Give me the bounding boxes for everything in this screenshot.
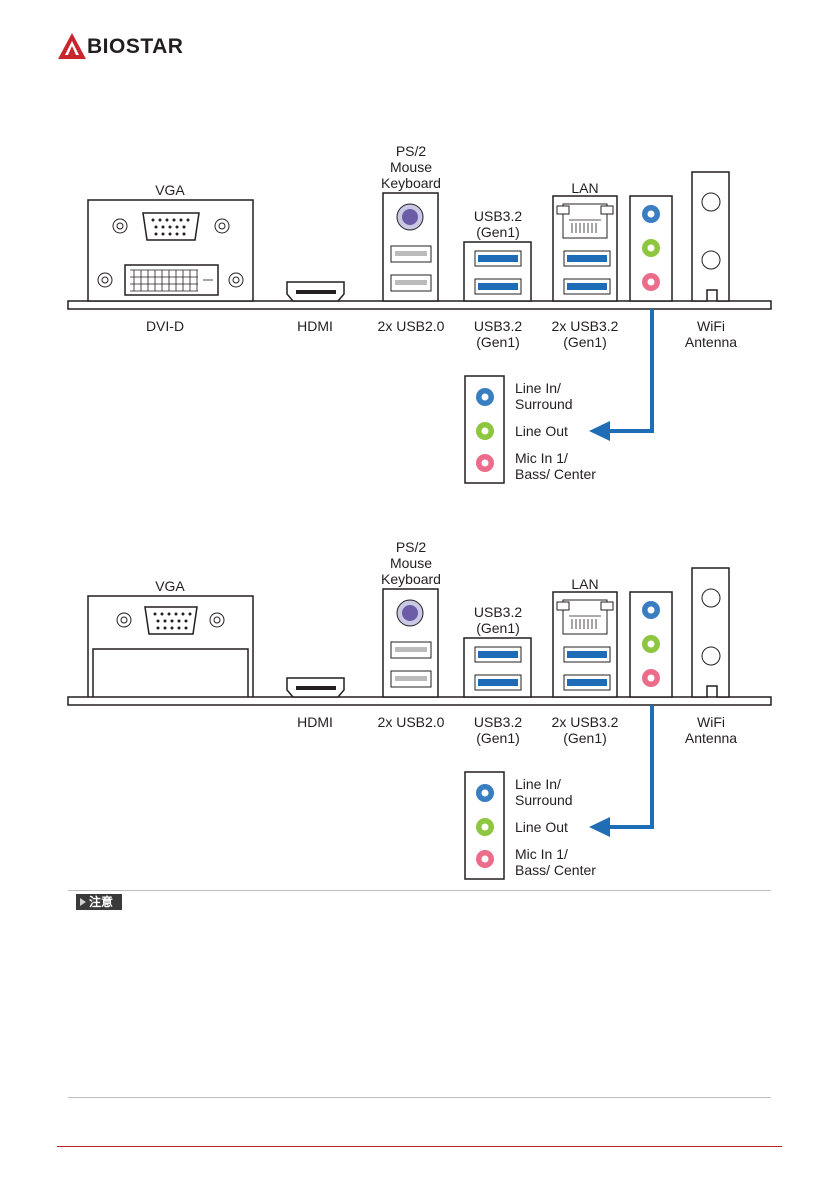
legend-line-out: Line Out bbox=[515, 819, 568, 835]
rear-io-drawing-2 bbox=[67, 567, 772, 880]
label-dvi-d: DVI-D bbox=[145, 318, 185, 334]
label-usb32-top: USB3.2 (Gen1) bbox=[473, 604, 523, 636]
rear-io-diagram-2: VGA HDMI PS/2 Mouse Keyboard 2x USB2.0 U… bbox=[0, 536, 839, 896]
biostar-logo-icon bbox=[58, 33, 86, 59]
label-hdmi: HDMI bbox=[297, 714, 333, 730]
legend-mic-in: Mic In 1/ Bass/ Center bbox=[515, 450, 596, 482]
label-vga: VGA bbox=[155, 578, 185, 594]
label-usb32-bottom: USB3.2 (Gen1) bbox=[473, 714, 523, 746]
label-usb32-top: USB3.2 (Gen1) bbox=[473, 208, 523, 240]
brand-name: BIOSTAR bbox=[87, 35, 184, 58]
label-usb32-bottom: USB3.2 (Gen1) bbox=[473, 318, 523, 350]
label-ps2: PS/2 Mouse Keyboard bbox=[381, 143, 441, 191]
note-top-rule bbox=[68, 890, 771, 891]
label-ps2: PS/2 Mouse Keyboard bbox=[381, 539, 441, 587]
label-wifi: WiFi Antenna bbox=[684, 318, 738, 350]
label-lan: LAN bbox=[571, 180, 599, 196]
legend-line-in: Line In/ Surround bbox=[515, 380, 573, 412]
note-tag-label: 注意 bbox=[89, 895, 114, 909]
label-hdmi: HDMI bbox=[297, 318, 333, 334]
label-usb20: 2x USB2.0 bbox=[377, 714, 445, 730]
label-lan-usb: 2x USB3.2 (Gen1) bbox=[551, 714, 619, 746]
rear-io-diagram-1: VGA DVI-D HDMI PS/2 Mouse Keyboard 2x US… bbox=[0, 140, 839, 500]
label-lan-usb: 2x USB3.2 (Gen1) bbox=[551, 318, 619, 350]
footer-rule bbox=[57, 1146, 782, 1147]
note-arrow-icon bbox=[80, 898, 86, 906]
label-lan: LAN bbox=[571, 576, 599, 592]
rear-io-drawing-1 bbox=[67, 171, 772, 484]
legend-line-in: Line In/ Surround bbox=[515, 776, 573, 808]
label-wifi: WiFi Antenna bbox=[684, 714, 738, 746]
note-tag: 注意 bbox=[76, 894, 122, 910]
biostar-logo: BIOSTAR bbox=[57, 30, 207, 62]
label-usb20: 2x USB2.0 bbox=[377, 318, 445, 334]
label-vga: VGA bbox=[155, 182, 185, 198]
legend-mic-in: Mic In 1/ Bass/ Center bbox=[515, 846, 596, 878]
note-bottom-rule bbox=[68, 1097, 771, 1098]
legend-line-out: Line Out bbox=[515, 423, 568, 439]
